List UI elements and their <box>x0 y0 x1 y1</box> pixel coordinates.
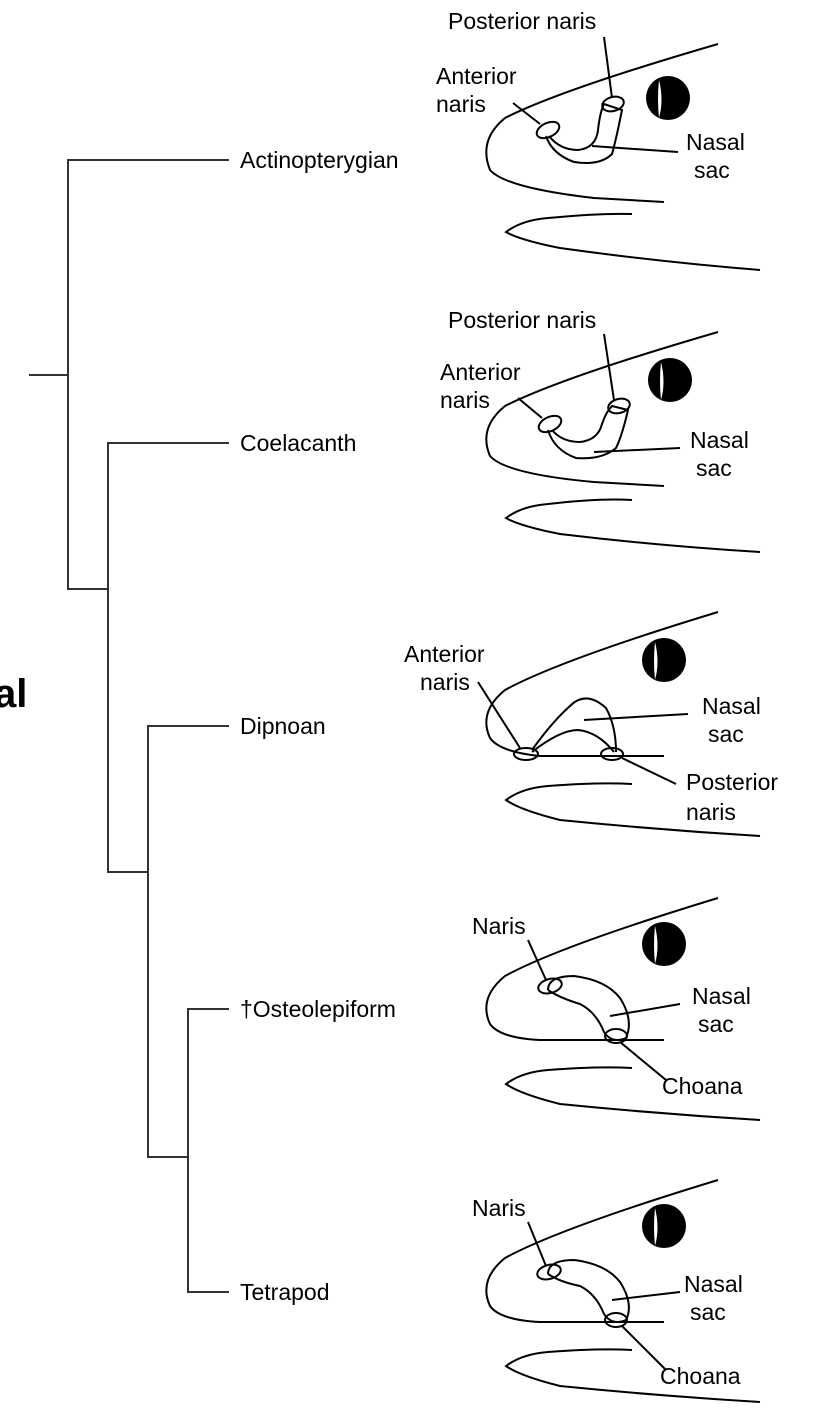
leader-posterior-naris <box>603 36 613 99</box>
nasal-sac-upper-shape <box>531 697 617 753</box>
taxon-label-tetrapod: Tetrapod <box>240 1279 330 1305</box>
label-nasal-sac-line1: Nasal <box>686 129 745 155</box>
label-posterior-naris-line1: Posterior <box>686 769 778 795</box>
naris-opening <box>537 977 563 995</box>
label-choana: Choana <box>662 1073 743 1099</box>
head-outline-lower <box>504 1348 761 1403</box>
posterior-naris-opening <box>607 397 631 415</box>
nasal-sac-shape <box>547 974 630 1041</box>
label-posterior-naris: Posterior naris <box>448 307 596 333</box>
label-nasal-sac-line2: sac <box>690 1299 726 1325</box>
head-panel-dipnoan: Anterior naris Nasal sac Posterior naris <box>404 611 778 837</box>
posterior-naris-opening <box>600 747 624 761</box>
leader-choana <box>621 1325 667 1371</box>
eye-icon <box>648 358 692 402</box>
leader-nasal-sac <box>591 145 679 153</box>
naris-opening <box>536 1263 562 1281</box>
leader-nasal-sac <box>609 1003 681 1017</box>
taxon-label-osteolepiform: †Osteolepiform <box>240 996 396 1022</box>
head-outline-lower <box>504 212 761 271</box>
eye-icon <box>646 76 690 120</box>
label-naris: Naris <box>472 1195 526 1221</box>
head-panel-coelacanth: Posterior naris Anterior naris Nasal sac <box>440 307 761 553</box>
leader-anterior-naris <box>477 681 521 749</box>
head-outline-lower <box>504 498 761 553</box>
eye-icon <box>642 1204 686 1248</box>
nasal-sac-shape <box>547 404 630 460</box>
label-nasal-sac-line1: Nasal <box>684 1271 743 1297</box>
label-nasal-sac-line2: sac <box>696 455 732 481</box>
choana-opening <box>604 1028 628 1044</box>
head-outline-upper <box>485 611 719 757</box>
label-naris: Naris <box>472 913 526 939</box>
leader-posterior-naris <box>603 333 615 401</box>
anterior-naris-opening <box>513 747 539 761</box>
label-anterior-naris-line1: Anterior <box>436 63 517 89</box>
eye-icon <box>642 922 686 966</box>
head-outline-upper <box>485 43 719 203</box>
label-nasal-sac-line1: Nasal <box>692 983 751 1009</box>
label-choana: Choana <box>660 1363 741 1389</box>
taxon-label-dipnoan: Dipnoan <box>240 713 326 739</box>
taxon-label-actinopterygian: Actinopterygian <box>240 147 399 173</box>
head-panel-tetrapod: Naris Nasal sac Choana <box>472 1179 761 1403</box>
leader-anterior-naris <box>517 397 543 419</box>
leader-nasal-sac <box>611 1291 681 1301</box>
label-nasal-sac-line2: sac <box>708 721 744 747</box>
label-nasal-sac-line2: sac <box>698 1011 734 1037</box>
label-posterior-naris: Posterior naris <box>448 8 596 34</box>
head-outline-lower <box>504 782 761 837</box>
head-outline-lower <box>504 1066 761 1121</box>
leader-posterior-naris <box>621 757 677 785</box>
head-panel-osteolepiform: Naris Nasal sac Choana <box>472 897 761 1121</box>
label-anterior-naris-line2: naris <box>440 387 490 413</box>
eye-icon <box>642 638 686 682</box>
leader-choana <box>619 1041 667 1081</box>
anterior-naris-opening <box>535 120 561 140</box>
leader-naris <box>527 1221 547 1267</box>
leader-nasal-sac <box>593 447 681 453</box>
label-anterior-naris-line2: naris <box>436 91 486 117</box>
label-anterior-naris-line1: Anterior <box>404 641 485 667</box>
head-panel-actinopterygian: Posterior naris Anterior naris Nasal sac <box>436 8 761 271</box>
head-outline-upper <box>485 331 719 487</box>
head-outline-upper <box>485 1179 719 1323</box>
nasal-sac-lower-shape <box>531 728 615 753</box>
label-nasal-sac-line1: Nasal <box>702 693 761 719</box>
label-posterior-naris-line2: naris <box>686 799 736 825</box>
nasal-sac-shape <box>545 102 624 164</box>
cropped-text-fragment: al <box>0 672 27 716</box>
taxon-label-coelacanth: Coelacanth <box>240 430 356 456</box>
head-outline-upper <box>485 897 719 1041</box>
cladogram <box>29 159 229 1293</box>
anterior-naris-opening <box>537 414 563 434</box>
label-nasal-sac-line2: sac <box>694 157 730 183</box>
label-anterior-naris-line2: naris <box>420 669 470 695</box>
label-nasal-sac-line1: Nasal <box>690 427 749 453</box>
leader-naris <box>527 939 547 981</box>
leader-anterior-naris <box>512 102 541 125</box>
label-anterior-naris-line1: Anterior <box>440 359 521 385</box>
leader-nasal-sac <box>583 713 689 721</box>
choana-opening <box>604 1312 628 1328</box>
